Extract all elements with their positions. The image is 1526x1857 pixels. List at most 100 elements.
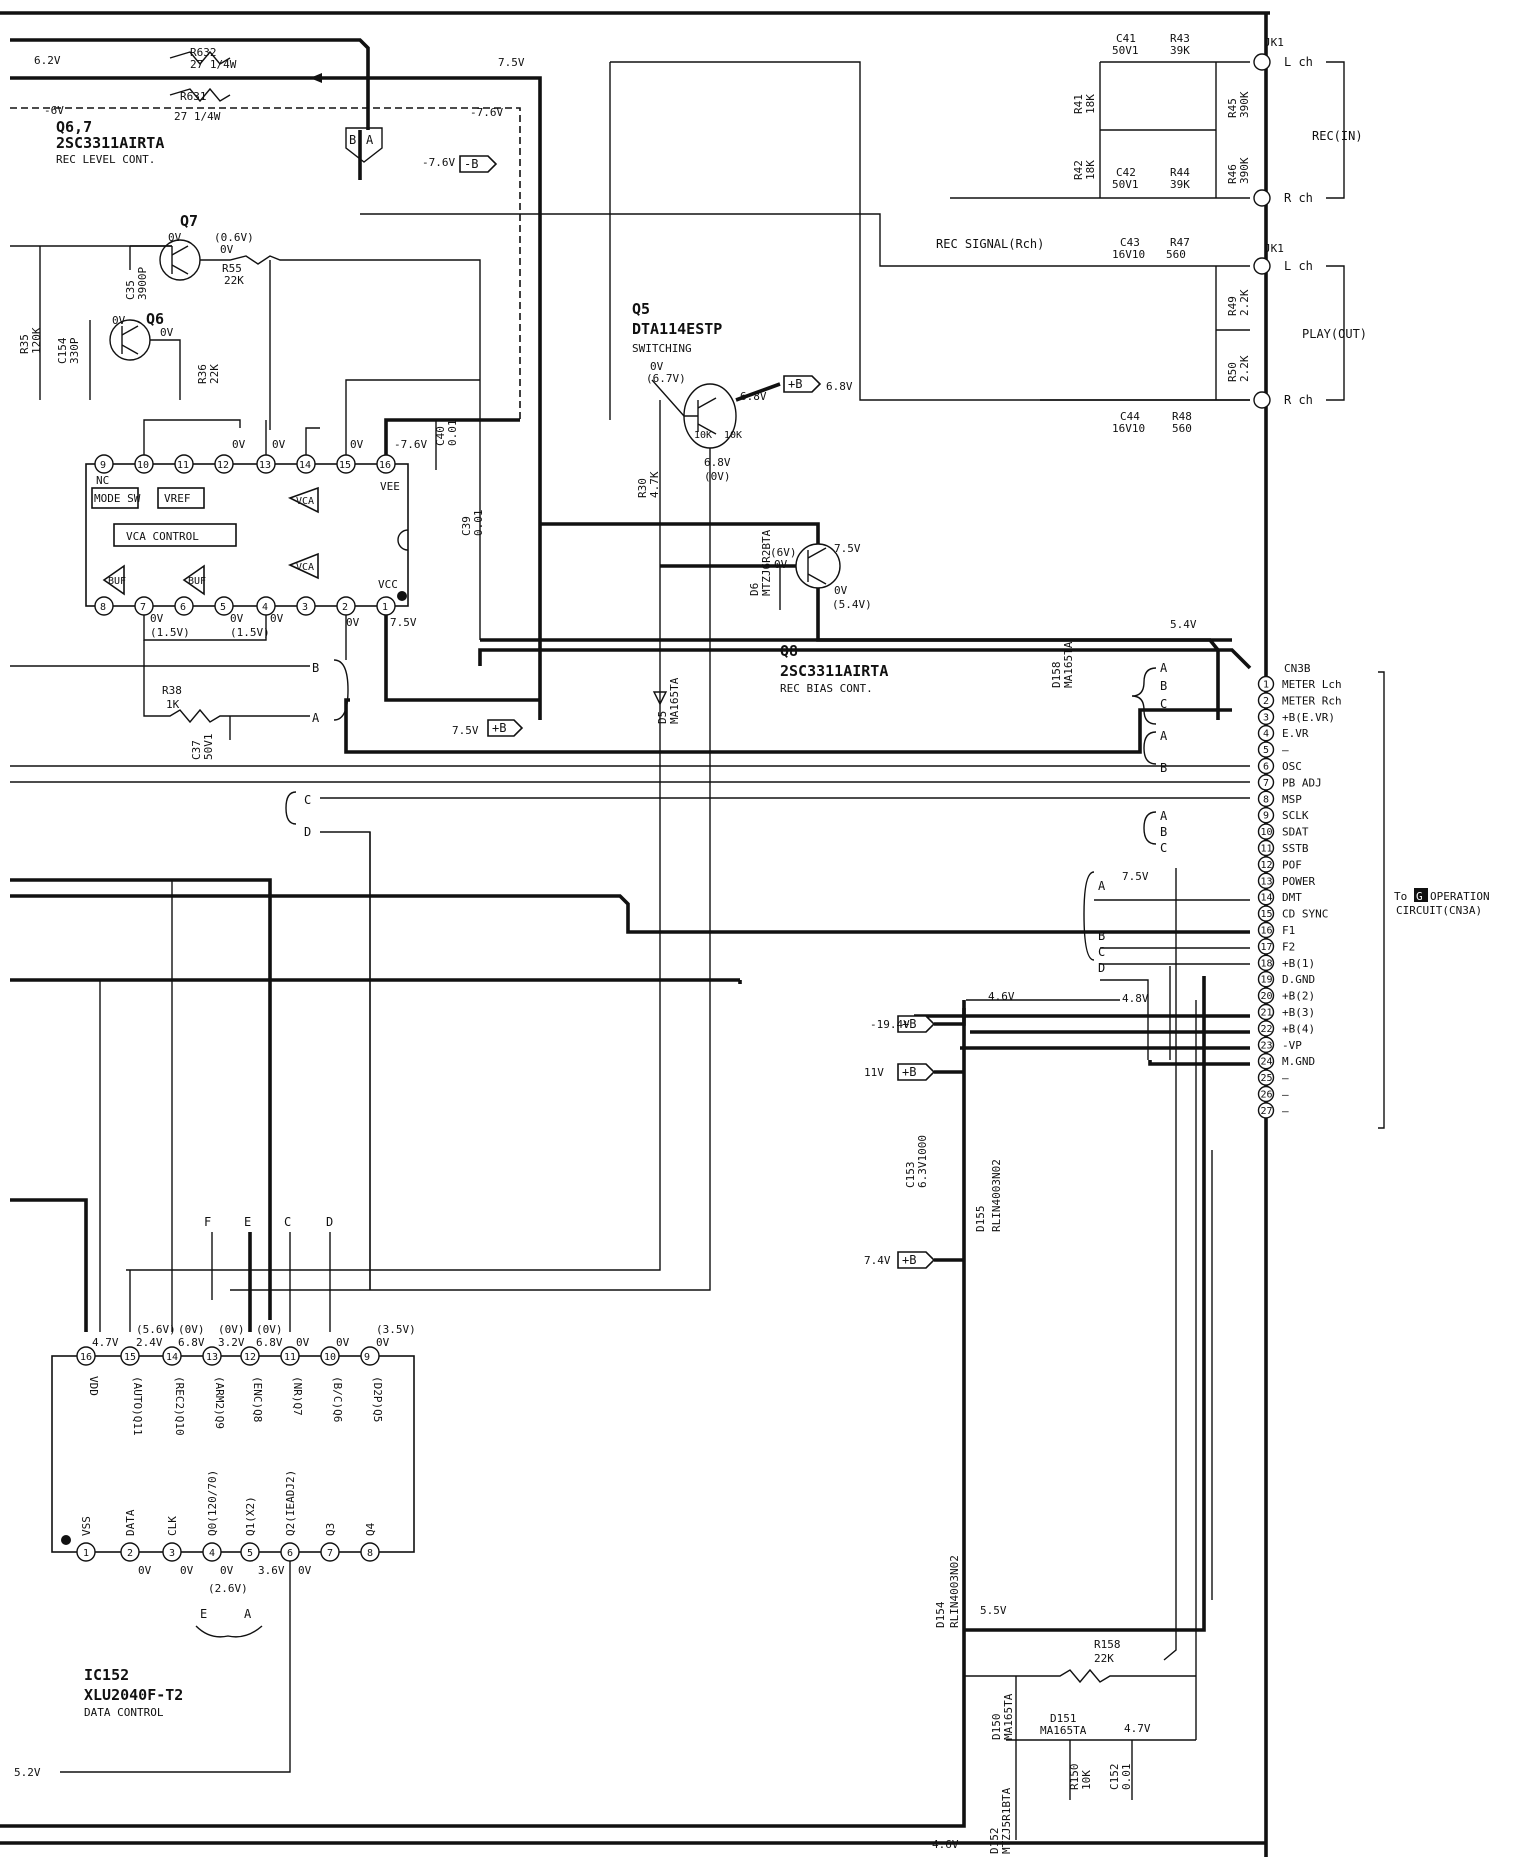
- ic152-pin-label-2: DATA: [124, 1509, 137, 1536]
- cn3b-pin-num-25: 25: [1261, 1073, 1273, 1084]
- cn3b-dest-badge: G: [1416, 890, 1423, 903]
- ic152-pin-num-9: 9: [364, 1352, 370, 1363]
- ic152-pin-label-16: VDD: [87, 1376, 100, 1396]
- cn3b-pin-22: [1257, 1020, 1275, 1037]
- ic152-pin-v2-15: (5.6V): [136, 1323, 176, 1336]
- c154-ref: C154: [56, 337, 69, 364]
- cn3b-pin-num-7: 7: [1263, 778, 1269, 789]
- cn3b-dest-line1: OPERATION: [1430, 890, 1490, 903]
- cn3b-pin-label-4: E.VR: [1282, 727, 1309, 740]
- cn3b-dest-badge-box: [1414, 888, 1428, 902]
- cn3b-pin-num-13: 13: [1261, 876, 1273, 887]
- cn3b-pin-27: [1257, 1102, 1275, 1119]
- r47-val: 560: [1166, 248, 1186, 261]
- ic-pin-13: 13: [259, 460, 271, 471]
- q6-label: Q6: [146, 310, 164, 328]
- cn3b-pin-num-23: 23: [1261, 1040, 1273, 1051]
- cn3b-pin-23: [1257, 1036, 1275, 1054]
- cn3b-dest-line2: CIRCUIT(CN3A): [1396, 904, 1482, 917]
- v-4-6-low: 4.7V: [1124, 1722, 1151, 1735]
- cn3b-pin-1: [1257, 675, 1275, 693]
- vca-ic: [85, 463, 409, 607]
- c40-val: 0.01: [446, 420, 459, 447]
- cn3b-pin-9: [1257, 807, 1275, 824]
- cn3b-pin-num-20: 20: [1261, 991, 1273, 1002]
- ic152-pin-label-14: (REC2)Q10: [173, 1376, 186, 1436]
- ic-buf1: BUF: [108, 576, 126, 587]
- q6-c-v: 0V: [160, 326, 174, 339]
- r35-val: 120K: [30, 327, 43, 354]
- rbus-c3: C: [1160, 841, 1167, 855]
- r44-val: 39K: [1170, 178, 1190, 191]
- q5-v-e2: (0V): [704, 470, 731, 483]
- ba-tag: B A: [345, 127, 383, 163]
- d158-ref: D158: [1050, 662, 1063, 689]
- ic152-part: XLU2040F-T2: [84, 1686, 183, 1704]
- ic-pin-11: 11: [177, 460, 189, 471]
- ic152-pin-v-12: 6.8V: [256, 1336, 283, 1349]
- connector-wires: [0, 765, 1250, 1828]
- q8-part: 2SC3311AIRTA: [780, 662, 888, 680]
- c154-val: 330P: [68, 337, 81, 364]
- c37-val: 50V1: [202, 734, 215, 761]
- r50-ref: R50: [1226, 362, 1239, 382]
- rbus-a3: A: [1160, 809, 1168, 823]
- svg-text:+B: +B: [902, 1253, 916, 1267]
- d151-val: MA165TA: [1040, 1724, 1087, 1737]
- ic152-pin-num-2: 2: [127, 1548, 133, 1559]
- cn3b-pin-2: [1257, 692, 1275, 709]
- rec-in-label: REC(IN): [1312, 129, 1363, 143]
- ic152-pin-label-11: (NR)Q7: [291, 1376, 304, 1416]
- cn3b-pin-label-27: ―: [1282, 1104, 1289, 1117]
- cn3b-pin-16: [1257, 921, 1275, 939]
- cn3b-pin-num-12: 12: [1261, 860, 1273, 871]
- r48-val: 560: [1172, 422, 1192, 435]
- ic152-pin-10: [320, 1346, 340, 1366]
- ic-modesw: MODE SW: [94, 492, 141, 505]
- ic-pin-14: 14: [299, 460, 311, 471]
- v-4-6-conn: 7.5V: [1122, 870, 1149, 883]
- d5-ref: D5: [656, 711, 669, 724]
- v-neg6: -6V: [44, 104, 64, 117]
- q8-v-c: 7.5V: [834, 542, 861, 555]
- r36-val: 22K: [208, 364, 221, 384]
- c44-ref: C44: [1120, 410, 1140, 423]
- ic152-pin-15: [120, 1346, 140, 1366]
- play-out-label: PLAY(OUT): [1302, 327, 1367, 341]
- r55-ref: R55: [222, 262, 242, 275]
- r158-val: 22K: [1094, 1652, 1114, 1665]
- cn3b-pin-num-18: 18: [1261, 958, 1273, 969]
- ic-v-12: 0V: [232, 438, 246, 451]
- q8-v-b2: 0V: [774, 558, 788, 571]
- jack-lch-1: L ch: [1284, 55, 1313, 69]
- r632-ref: R632: [190, 46, 217, 59]
- ic152-pin-num-15: 15: [124, 1352, 136, 1363]
- v-6-2: 6.2V: [34, 54, 61, 67]
- r631-val: 27 1/4W: [174, 110, 221, 123]
- ic152-pin-v-6: 0V: [298, 1564, 312, 1577]
- q5-name: Q5: [632, 300, 650, 318]
- ic152-top-pins: 16VDD4.7V15(AUTO)Q112.4V(5.6V)14(REC2)Q1…: [76, 1323, 416, 1436]
- r43-val: 39K: [1170, 44, 1190, 57]
- ic152-pin-label-7: Q3: [324, 1523, 337, 1536]
- v-neg19-4: 4.8V: [1122, 992, 1149, 1005]
- cn3b-pin-3: [1257, 708, 1275, 725]
- q7-c-v2: 0V: [220, 243, 234, 256]
- ic-pin-4: 4: [262, 602, 268, 613]
- ic152-pin-v-5: 3.6V: [258, 1564, 285, 1577]
- ic152-pin-num-12: 12: [244, 1352, 256, 1363]
- cn3b-pin-num-6: 6: [1263, 762, 1269, 773]
- cn3b-pin-19: [1257, 971, 1275, 988]
- v-5-4: 5.4V: [1170, 618, 1197, 631]
- cn3b-pin-11: [1257, 839, 1275, 857]
- ic152-pin-label-6: Q2(IEADJ2): [284, 1470, 297, 1536]
- frame: [0, 11, 1270, 1857]
- ic152-pin-num-14: 14: [166, 1352, 178, 1363]
- ic152-pin-num-8: 8: [367, 1548, 373, 1559]
- rbus-b4: B: [1098, 929, 1105, 943]
- ic152-pin-v-4: 0V: [220, 1564, 234, 1577]
- cn3b-pin-label-19: D.GND: [1282, 973, 1315, 986]
- ic152-name: IC152: [84, 1666, 129, 1684]
- ic152-pin-v-11: 0V: [296, 1336, 310, 1349]
- r41-val: 18K: [1084, 94, 1097, 114]
